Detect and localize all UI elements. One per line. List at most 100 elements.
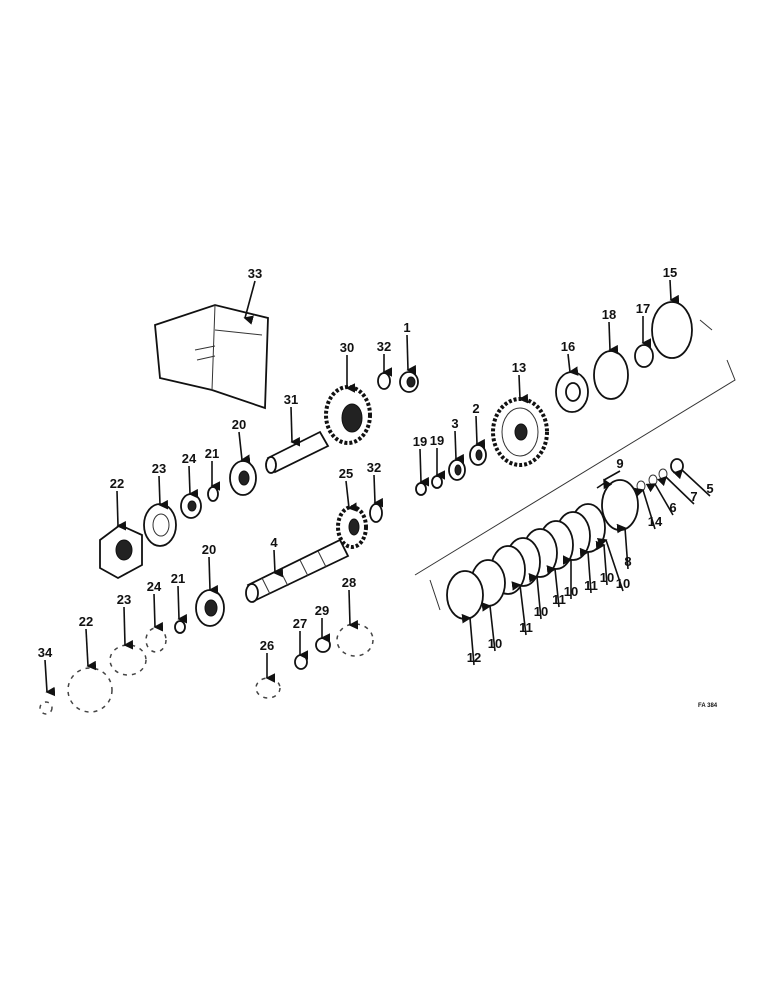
leader-arrow (243, 280, 256, 325)
callout: 21 (205, 446, 219, 461)
seal-24b (145, 627, 167, 653)
callout: 30 (340, 340, 354, 355)
callout: 32 (377, 339, 391, 354)
leader-arrow (579, 547, 592, 594)
pin-9 (596, 481, 607, 489)
plate-15 (651, 301, 693, 359)
callout: 32 (367, 460, 381, 475)
callout: 21 (171, 571, 185, 586)
leader-arrow (44, 659, 56, 697)
figure-code: FA 384 (698, 703, 718, 709)
callout: 20 (202, 542, 216, 557)
seal-24 (180, 493, 202, 519)
leader-arrow (177, 585, 188, 624)
callout: 26 (260, 638, 274, 653)
leader-arrow (475, 415, 486, 449)
callout: 7 (690, 489, 697, 504)
ring-27 (294, 654, 308, 670)
ring-21 (207, 486, 219, 502)
leader-arrow (208, 556, 219, 595)
leader-arrow (603, 470, 621, 490)
leader-arrow (238, 431, 251, 464)
leader-arrow (595, 540, 608, 586)
ring-21b (174, 620, 186, 634)
part-28 (336, 623, 374, 657)
leader-arrow (567, 353, 579, 376)
callout: 22 (79, 614, 93, 629)
leader-arrow (153, 593, 164, 632)
ring-19b (431, 475, 443, 489)
ring-16 (555, 371, 589, 413)
guard-part (154, 304, 269, 410)
leader-arrow (656, 475, 695, 505)
cap-22b (67, 667, 113, 713)
callout: 12 (467, 650, 481, 665)
bearing-20b (195, 589, 225, 627)
leader-arrows (44, 279, 711, 697)
leader-arrow (419, 448, 430, 487)
leader-arrow (290, 406, 301, 447)
leader-arrow (123, 606, 134, 650)
ring-32b (369, 503, 383, 523)
callout: 6 (669, 500, 676, 515)
leader-arrow (481, 602, 496, 652)
callout: 11 (552, 592, 566, 607)
ring-29 (315, 637, 331, 653)
bearing-20 (229, 460, 257, 496)
callout: 4 (270, 535, 278, 550)
callout: 24 (147, 579, 162, 594)
ring-18 (593, 350, 629, 400)
bearing-1 (399, 371, 419, 393)
callout: 13 (512, 360, 526, 375)
housing-outline (414, 319, 736, 611)
callout: 11 (584, 578, 598, 593)
callout: 10 (600, 570, 614, 585)
callout: 20 (232, 417, 246, 432)
leader-arrow (669, 279, 680, 305)
ring-19a (415, 482, 427, 496)
gear-13 (491, 397, 549, 467)
callout: 27 (293, 616, 307, 631)
callout: 10 (564, 584, 578, 599)
callout: 2 (472, 401, 479, 416)
leader-arrow (528, 572, 542, 620)
plate-8 (601, 479, 639, 531)
leader-arrow (616, 523, 629, 570)
callout: 25 (339, 466, 353, 481)
callout: 31 (284, 392, 298, 407)
part-6 (648, 474, 658, 486)
leader-arrow (518, 374, 529, 404)
leader-arrow (645, 483, 674, 516)
callout: 33 (248, 266, 262, 281)
callout: 5 (706, 481, 713, 496)
leader-arrow (406, 334, 417, 375)
ring-17 (634, 344, 654, 368)
part-14 (636, 480, 646, 492)
callout: 17 (636, 301, 650, 316)
leader-arrow (608, 321, 619, 355)
leader-arrow (673, 468, 711, 497)
callout: 14 (648, 514, 663, 529)
callout: 19 (430, 433, 444, 448)
callout: 28 (342, 575, 356, 590)
cap-22 (99, 523, 143, 580)
leader-arrow (116, 490, 127, 531)
leader-arrow (273, 549, 284, 578)
part-34 (39, 701, 53, 715)
callout: 10 (616, 576, 630, 591)
callout: 15 (663, 265, 677, 280)
leader-arrow (461, 613, 475, 666)
callout: 19 (413, 434, 427, 449)
gear-25 (336, 505, 368, 549)
leader-arrow (546, 565, 560, 608)
retainer-23 (143, 503, 177, 547)
leader-arrow (348, 589, 359, 630)
shaft-upper (265, 430, 330, 474)
ring-32 (377, 372, 391, 390)
leader-arrow (596, 537, 624, 592)
callout: 24 (182, 451, 197, 466)
callout: 8 (624, 554, 631, 569)
